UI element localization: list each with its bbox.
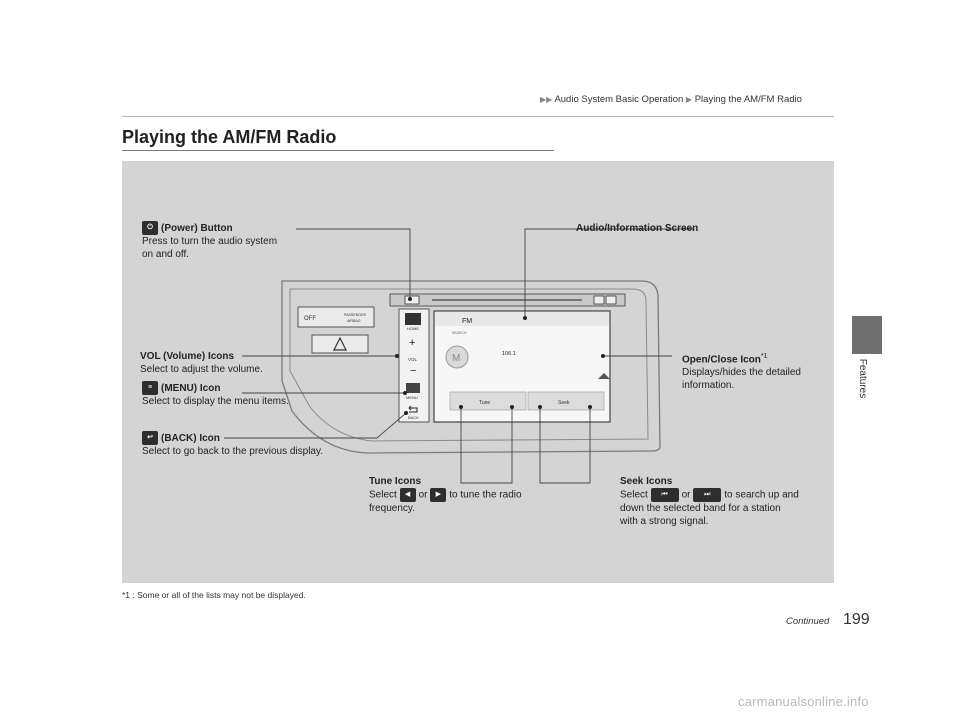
band-label: FM — [462, 318, 472, 325]
back-title: (BACK) Icon — [161, 432, 220, 444]
seek-desc-a: Select — [620, 489, 648, 501]
page-number: 199 — [843, 611, 870, 628]
back-callout: ↩(BACK) Icon Select to go back to the pr… — [142, 431, 323, 458]
page-title: Playing the AM/FM Radio — [122, 127, 337, 147]
continued-label: Continued — [786, 616, 830, 627]
back-icon: ↩ — [142, 431, 158, 445]
tune-desc-a: Select — [369, 489, 397, 501]
seek-title: Seek Icons — [620, 476, 673, 487]
open-close-footnote-ref: *1 — [760, 353, 768, 360]
back-desc: Select to go back to the previous displa… — [142, 446, 324, 457]
tune-down-icon: ◀ — [399, 488, 416, 502]
header-divider — [122, 116, 834, 117]
open-close-callout: Open/Close Icon*1 Displays/hides the det… — [682, 350, 801, 392]
menu-title: (MENU) Icon — [161, 382, 221, 394]
screen-title: Audio/Information Screen — [576, 223, 699, 234]
power-desc-2: on and off. — [142, 249, 190, 260]
back-label[interactable]: BACK — [408, 415, 419, 420]
frequency-display: 106.1 — [502, 351, 516, 357]
breadcrumb-arrow-icon: ▶▶ — [540, 95, 553, 104]
tune-up-icon: ▶ — [430, 488, 447, 502]
tune-label: Tune — [479, 400, 490, 406]
menu-icon: ≡ — [142, 381, 158, 395]
vol-callout: VOL (Volume) Icons Select to adjust the … — [140, 350, 263, 376]
section-tab — [852, 316, 882, 354]
breadcrumb-item-1[interactable]: Audio System Basic Operation — [554, 94, 684, 105]
section-label: Features — [843, 355, 891, 415]
seek-desc-or: or — [681, 489, 691, 501]
power-desc-1: Press to turn the audio system — [142, 236, 278, 247]
power-callout: ⏻(Power) Button Press to turn the audio … — [142, 221, 277, 261]
footnote: *1 : Some or all of the lists may not be… — [122, 590, 306, 600]
tune-desc-or: or — [418, 489, 428, 501]
breadcrumb: ▶▶ Audio System Basic Operation ▶ Playin… — [540, 94, 802, 105]
tune-callout: Tune Icons Select ◀or ▶to tune the radio… — [369, 475, 522, 515]
seek-desc-2: down the selected band for a station — [620, 503, 781, 514]
menu-desc: Select to display the menu items. — [142, 396, 289, 407]
tune-desc-2: frequency. — [369, 503, 415, 514]
screen-callout: Audio/Information Screen — [576, 222, 698, 235]
figure-panel: OFF PASSENGER AIRBAG HOME + VOL − MENU B… — [122, 161, 834, 583]
vol-label: VOL — [408, 357, 418, 362]
search-label: SEARCH — [452, 331, 467, 335]
seek-desc-b: to search up and — [724, 489, 799, 501]
seek-down-icon: ⏮ — [650, 488, 679, 502]
open-close-desc-2: information. — [682, 380, 735, 392]
vol-desc: Select to adjust the volume. — [140, 364, 263, 375]
power-icon: ⏻ — [142, 221, 158, 235]
open-close-title: Open/Close Icon — [682, 354, 761, 366]
hazard-icon[interactable] — [333, 336, 347, 351]
station-logo-icon: M — [452, 353, 460, 364]
vol-title: VOL (Volume) Icons — [140, 351, 235, 362]
menu-callout: ≡(MENU) Icon Select to display the menu … — [142, 381, 289, 408]
back-arrow-icon[interactable] — [408, 405, 418, 413]
power-title: (Power) Button — [161, 222, 233, 234]
vol-down-icon[interactable]: − — [410, 365, 416, 377]
tune-title: Tune Icons — [369, 476, 422, 487]
breadcrumb-item-2[interactable]: Playing the AM/FM Radio — [694, 94, 802, 105]
seek-desc-3: with a strong signal. — [620, 516, 709, 527]
airbag-label-2: AIRBAG — [347, 319, 361, 323]
open-close-desc-1: Displays/hides the detailed — [682, 367, 801, 379]
airbag-label-1: PASSENGER — [344, 313, 367, 317]
airbag-off-text: OFF — [304, 316, 316, 322]
dashboard-illustration: OFF PASSENGER AIRBAG HOME + VOL − MENU B… — [224, 228, 694, 484]
tune-desc-b: to tune the radio — [449, 489, 522, 501]
menu-label[interactable]: MENU — [406, 395, 418, 400]
breadcrumb-arrow-icon: ▶ — [685, 95, 693, 104]
home-label[interactable]: HOME — [407, 326, 419, 331]
seek-callout: Seek Icons Select ⏮or ⏭to search up and … — [620, 475, 799, 528]
open-close-icon[interactable] — [598, 373, 610, 379]
title-divider — [122, 150, 554, 151]
watermark: carmanualsonline.info — [738, 694, 869, 709]
seek-label: Seek — [558, 400, 570, 406]
vol-up-icon[interactable]: + — [409, 337, 415, 349]
seek-up-icon: ⏭ — [693, 488, 722, 502]
section-label-text: Features — [857, 358, 869, 399]
